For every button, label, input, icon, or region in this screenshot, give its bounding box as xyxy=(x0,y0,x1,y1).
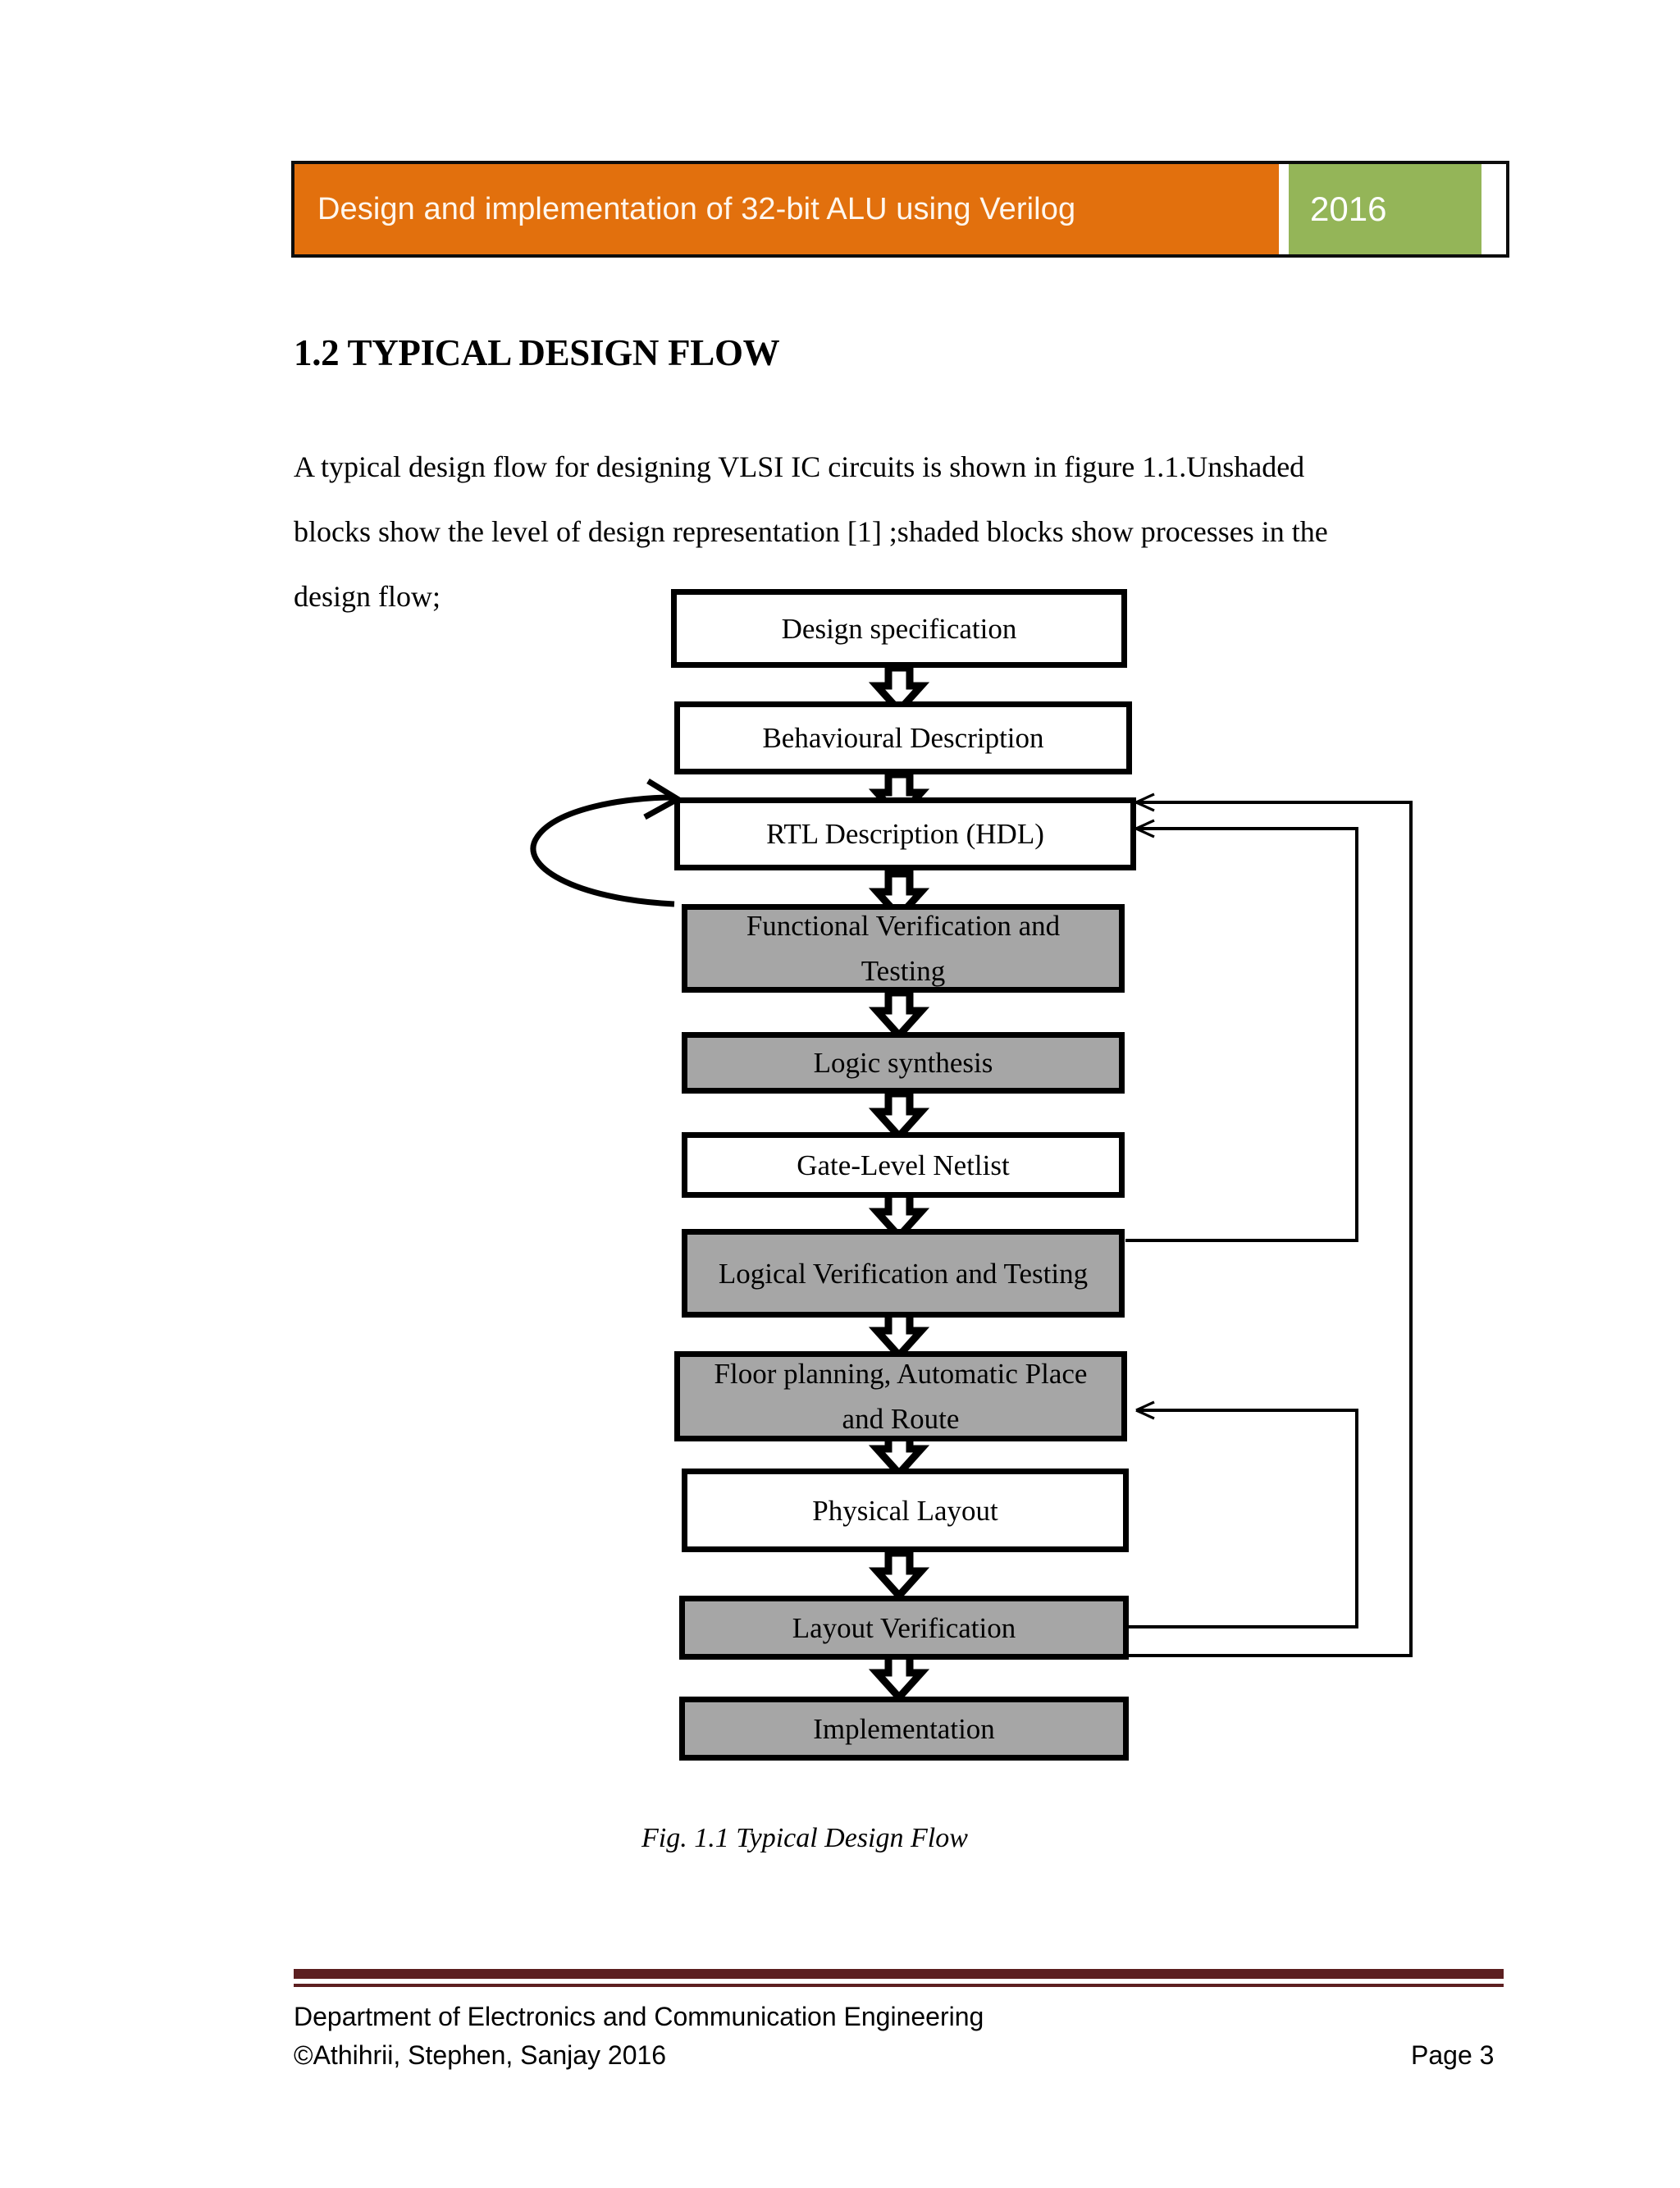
intro-paragraph: A typical design flow for designing VLSI… xyxy=(294,435,1504,629)
flow-node-label: RTL Description (HDL) xyxy=(766,818,1044,850)
flow-node-label: Behavioural Description xyxy=(762,722,1044,754)
figure-caption: Fig. 1.1 Typical Design Flow xyxy=(641,1823,968,1853)
footer-rule-thick xyxy=(294,1969,1504,1979)
flow-node-label: Physical Layout xyxy=(812,1494,998,1527)
arrow-physical-to-layoutverif xyxy=(877,1553,921,1596)
flow-node-label: Design specification xyxy=(781,612,1017,645)
header-title: Design and implementation of 32-bit ALU … xyxy=(317,192,1076,226)
arrow-logic-to-netlist xyxy=(877,1094,921,1136)
arrow-logical-to-floor xyxy=(877,1313,921,1355)
footer-page-number: Page 3 xyxy=(1411,2040,1495,2070)
flow-node-label: Functional Verification and Testing xyxy=(746,910,1061,987)
flow-node-label: Gate-Level Netlist xyxy=(797,1149,1010,1181)
loop-logical-verification-to-rtl xyxy=(1125,819,1358,1242)
flow-node-label: Logic synthesis xyxy=(813,1047,993,1079)
footer-rule-thin xyxy=(294,1984,1504,1987)
flow-node-rtl-description[interactable]: RTL Description (HDL) xyxy=(674,797,1136,870)
page-header-band: Design and implementation of 32-bit ALU … xyxy=(291,161,1509,258)
flow-node-behavioural-description[interactable]: Behavioural Description xyxy=(674,701,1132,774)
flow-node-logic-synthesis[interactable]: Logic synthesis xyxy=(682,1032,1125,1094)
paragraph-line-1: A typical design flow for designing VLSI… xyxy=(294,450,1305,483)
flow-node-label: Floor planning, Automatic Place and Rout… xyxy=(714,1358,1088,1435)
paragraph-line-3: design flow; xyxy=(294,580,441,613)
flow-node-gate-level-netlist[interactable]: Gate-Level Netlist xyxy=(682,1132,1125,1198)
header-year: 2016 xyxy=(1310,190,1387,228)
flow-node-label: Layout Verification xyxy=(792,1611,1016,1644)
arrow-layoutverif-to-implementation xyxy=(877,1655,921,1697)
arrow-functional-to-logic xyxy=(877,993,921,1035)
flow-node-implementation[interactable]: Implementation xyxy=(679,1697,1129,1761)
loop-functional-to-rtl xyxy=(530,779,683,907)
header-right-padding xyxy=(1481,164,1506,254)
header-year-block: 2016 xyxy=(1289,164,1481,254)
flow-node-layout-verification[interactable]: Layout Verification xyxy=(679,1596,1129,1660)
footer-copyright: ©Athihrii, Stephen, Sanjay 2016 xyxy=(294,2040,667,2070)
header-divider xyxy=(1279,164,1289,254)
loop-layout-verification-to-rtl xyxy=(1125,793,1413,1657)
flow-node-physical-layout[interactable]: Physical Layout xyxy=(682,1469,1129,1552)
flow-node-design-specification[interactable]: Design specification xyxy=(671,589,1127,668)
flow-node-functional-verification[interactable]: Functional Verification and Testing xyxy=(682,904,1125,993)
section-heading: 1.2 TYPICAL DESIGN FLOW xyxy=(294,332,780,373)
flow-node-label: Logical Verification and Testing xyxy=(718,1257,1089,1290)
flow-node-label: Implementation xyxy=(813,1712,995,1745)
flow-node-floor-planning[interactable]: Floor planning, Automatic Place and Rout… xyxy=(674,1351,1127,1441)
loop-layout-verification-to-floorplanning xyxy=(1125,1400,1358,1628)
footer-department: Department of Electronics and Communicat… xyxy=(294,2002,984,2031)
flow-node-logical-verification[interactable]: Logical Verification and Testing xyxy=(682,1229,1125,1318)
header-title-block: Design and implementation of 32-bit ALU … xyxy=(294,164,1279,254)
paragraph-line-2: blocks show the level of design represen… xyxy=(294,515,1328,548)
